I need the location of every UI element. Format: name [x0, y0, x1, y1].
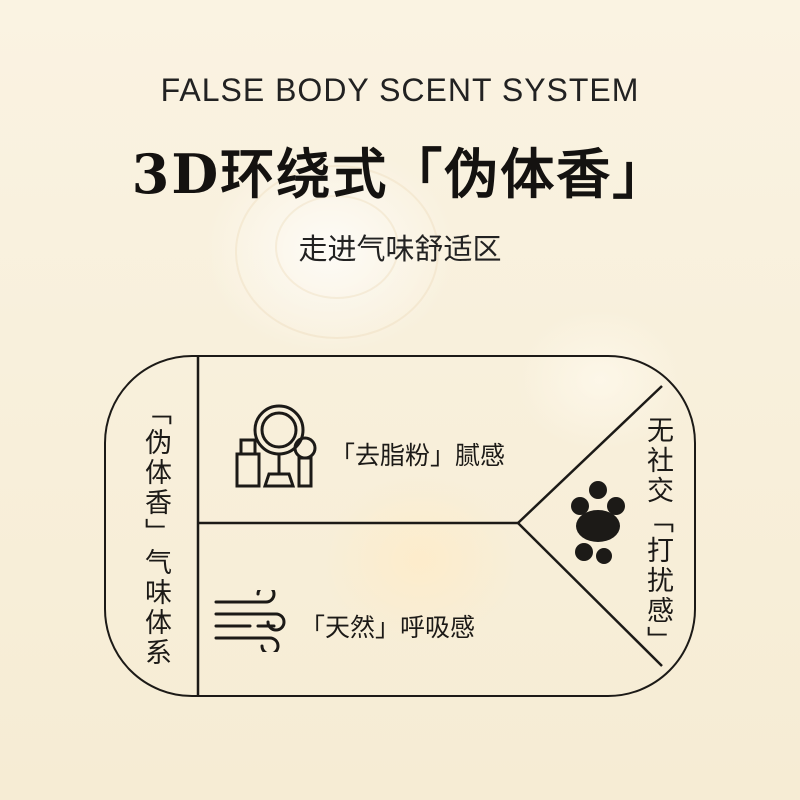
feature-label-breath: 「天然」呼吸感 [300, 613, 476, 642]
tagline: 走进气味舒适区 [298, 232, 502, 266]
scent-system-label: 「伪体香」气味体系 [140, 398, 171, 668]
feature-label-makeup: 「去脂粉」腻感 [330, 441, 506, 470]
wind-icon [214, 590, 286, 652]
rose-decoration [275, 195, 399, 299]
makeup-mirror-icon [235, 404, 317, 488]
feature-panel [104, 355, 696, 697]
crowd-icon [571, 481, 625, 564]
subtitle-en: FALSE BODY SCENT SYSTEM [160, 72, 640, 108]
page-title: 3D环绕式「伪体香」 [131, 142, 669, 206]
no-social-disturb-label: 无社交「打扰感」 [642, 416, 673, 656]
rose-decoration [235, 165, 439, 339]
